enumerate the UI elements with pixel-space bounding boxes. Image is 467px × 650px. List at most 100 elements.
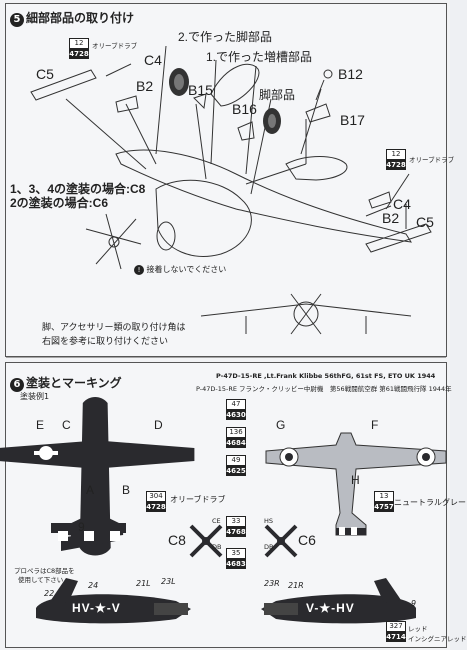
paint-tag-ref: 4728 (69, 49, 89, 59)
no-glue-text: 接着しないでください (146, 265, 227, 274)
paint-tag-ref: 4625 (226, 466, 246, 476)
label-tank-made: 1.で作った増槽部品 (206, 50, 313, 64)
section-6-number: 6 (10, 378, 24, 392)
caption-en: P-47D-15-RE ,Lt.Frank Klibbe 56thFG, 61s… (216, 372, 436, 380)
letter-g: G (276, 418, 286, 432)
paint-sub-red: インシグニアレッド (408, 635, 467, 643)
paint-tag-code: 35 (226, 548, 246, 559)
prop-ce-label: CE (212, 517, 221, 525)
part-b17: B17 (340, 112, 365, 128)
prop-note-1: プロペラはC8部品を (14, 567, 75, 575)
plane-side-view-left (36, 578, 191, 624)
part-b2-left: B2 (136, 78, 154, 94)
paint-tag-olive-left: 12 4728 (69, 38, 89, 59)
scheme-label: 塗装例1 (20, 392, 50, 401)
prop-hs-label: HS (264, 517, 274, 525)
paint-tag-olive: 304 4728 (146, 491, 166, 512)
num-22: 22 (44, 589, 55, 598)
front-view-diagram (200, 293, 412, 335)
part-c4-right: C4 (393, 196, 411, 212)
paint-tag-ref: 4683 (226, 559, 246, 569)
spinner-hubs (202, 537, 285, 545)
num-21r: 21R (288, 581, 304, 590)
plane-side-view-right (261, 578, 416, 624)
paint-tag-code: 33 (226, 516, 246, 527)
paint-name-olive-right: オリーブドラブ (409, 156, 455, 164)
paint-tag-ref: 4757 (374, 502, 394, 512)
num-21l: 21L (136, 579, 151, 588)
paint-name-red: レッド (408, 625, 428, 633)
letter-h: H (351, 473, 360, 487)
propeller-drawing (85, 213, 142, 270)
paint-tag-ref: 4728 (146, 502, 166, 512)
letter-d: D (154, 418, 163, 432)
section-5-number: 5 (10, 13, 24, 27)
paint-note-2: 2の塗装の場合:C6 (10, 196, 109, 210)
paint-tag-code: 13 (374, 491, 394, 502)
paint-name-gray: ニュートラルグレー (394, 498, 466, 507)
paint-tag-ref: 4768 (226, 527, 246, 537)
paint-name-olive: オリーブドラブ (170, 495, 226, 504)
paint-name-olive-left: オリーブドラブ (92, 42, 138, 50)
part-b12: B12 (338, 66, 363, 82)
fuselage-codes-right: V-★-HV (306, 601, 355, 615)
paint-tag-code: 12 (386, 149, 406, 160)
paint-tag-ref: 4728 (386, 160, 406, 170)
num-24: 24 (88, 581, 99, 590)
paint-tag-4: 33 4768 (226, 516, 246, 537)
tank-part (210, 63, 260, 107)
part-c5-right: C5 (416, 214, 434, 230)
num-9b: 9 (411, 599, 417, 608)
caption-jp: P-47D-15-RE フランク・クリッビー中尉機 第56戦闘航空群 第61戦闘… (196, 385, 452, 393)
prop-db-left-label: DB (212, 543, 222, 551)
section-5-drawing (6, 45, 446, 358)
prop-db-right-label: DB (264, 543, 274, 551)
paint-note-1: 1、3、4の塗装の場合:C8 (10, 182, 146, 196)
letter-9: 9 (78, 520, 85, 534)
part-b15: B15 (188, 82, 213, 98)
part-c5-left: C5 (36, 66, 54, 82)
no-glue-note: ! 接着しないでください (134, 264, 226, 275)
num-23r: 23R (264, 579, 280, 588)
paint-tag-5: 35 4683 (226, 548, 246, 569)
paint-tag-code: 49 (226, 455, 246, 466)
paint-tag-ref: 4684 (226, 438, 246, 448)
letter-b: B (122, 483, 131, 497)
num-23l: 23L (161, 577, 176, 586)
part-b16: B16 (232, 101, 257, 117)
paint-tag-code: 304 (146, 491, 166, 502)
letter-a: A (86, 483, 95, 497)
prop-c8-label: C8 (168, 532, 186, 548)
section-6-drawing (0, 397, 447, 624)
letter-c: C (62, 418, 71, 432)
bottom-note-1: 脚、アクセサリー類の取り付け角は (42, 323, 186, 333)
paint-tag-2: 136 4684 (226, 427, 246, 448)
part-b2-right: B2 (382, 210, 400, 226)
label-gear-part: 脚部品 (259, 88, 296, 102)
paint-tag-olive-right: 12 4728 (386, 149, 406, 170)
paint-tag-1: 47 4630 (226, 399, 246, 420)
airplane-underside (115, 149, 412, 257)
prop-note-2: 使用して下さい (18, 576, 64, 584)
paint-tag-3: 49 4625 (226, 455, 246, 476)
leader-lines (65, 45, 410, 229)
warning-icon: ! (134, 265, 144, 275)
bottom-note-2: 右図を参考に取り付けください (42, 337, 169, 347)
fuselage-codes-left: HV-★-V (72, 601, 121, 615)
prop-c6-label: C6 (298, 532, 316, 548)
paint-tag-gray: 13 4757 (374, 491, 394, 512)
paint-tag-code: 136 (226, 427, 246, 438)
letter-e: E (36, 418, 45, 432)
paint-tag-ref: 4714 (386, 632, 406, 642)
paint-tag-ref: 4630 (226, 410, 246, 420)
section-6-title-text: 塗装とマーキング (26, 376, 122, 390)
paint-tag-red: 327 4714 (386, 621, 406, 642)
drop-tank-left (30, 63, 132, 101)
label-prop-made: 2.で作った脚部品 (178, 30, 273, 44)
section-5-title-text: 細部部品の取り付け (26, 11, 135, 25)
paint-tag-code: 12 (69, 38, 89, 49)
small-parts (115, 69, 392, 209)
